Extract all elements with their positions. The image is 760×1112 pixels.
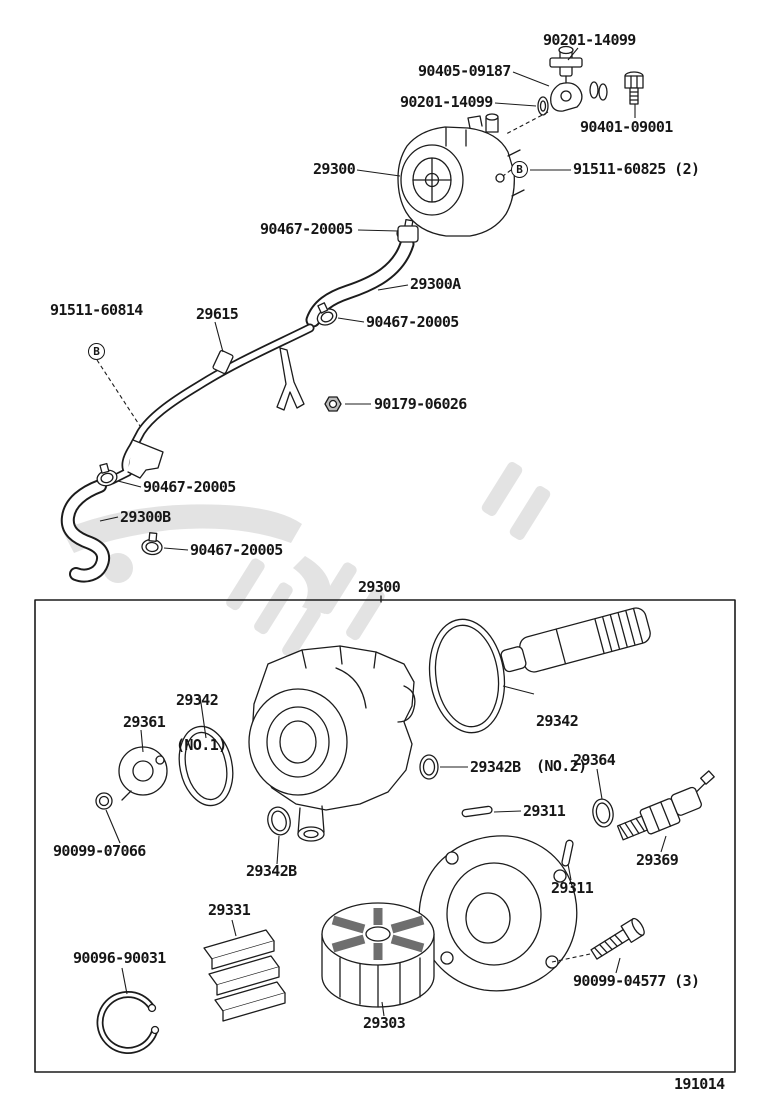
part-label-29303: 29303	[363, 1014, 406, 1032]
part-label-90467-20005-c: 90467-20005	[143, 478, 236, 496]
part-label-90405-09187: 90405-09187	[418, 62, 511, 80]
coupling-29361	[118, 746, 168, 801]
part-label-29369: 29369	[636, 851, 679, 869]
part-label-29311-b: 29311	[551, 879, 594, 897]
part-label-90467-20005-b: 90467-20005	[366, 313, 459, 331]
part-label-29331: 29331	[208, 901, 251, 919]
o-ring-29342B-a	[419, 754, 439, 780]
watermark-logo	[62, 462, 660, 659]
o-ring-29364	[592, 798, 614, 828]
part-label-29300B: 29300B	[120, 508, 171, 526]
part-label-90467-20005-d: 90467-20005	[190, 541, 283, 559]
part-label-29311-a: 29311	[523, 802, 566, 820]
drive-shaft	[500, 607, 651, 673]
part-label-90401-09001: 90401-09001	[580, 118, 673, 136]
part-label-90099-04577: 90099-04577 (3)	[573, 972, 700, 990]
part-label-29300A: 29300A	[410, 275, 461, 293]
part-label-90201-14099-a: 90201-14099	[543, 31, 636, 49]
pump-housing	[248, 645, 416, 842]
part-label-29361: 29361	[123, 713, 166, 731]
valve-29369	[616, 770, 715, 841]
part-label-29364: 29364	[573, 751, 616, 769]
part-label-90096-90031: 90096-90031	[73, 949, 166, 967]
nut-90179-06026	[324, 396, 342, 412]
cover-plate	[418, 835, 578, 992]
snap-ring-90096-90031	[96, 991, 160, 1054]
doc-number: 191014	[674, 1075, 725, 1093]
fittings-cluster	[537, 45, 644, 116]
part-number: 29342	[176, 691, 219, 709]
pin-29311-a	[461, 805, 493, 818]
bolt-callout-b1-icon: B	[511, 161, 528, 178]
part-label-90179-06026: 90179-06026	[374, 395, 467, 413]
part-label-91511-60814: 91511-60814	[50, 301, 143, 319]
vacuum-pump-assembly	[397, 113, 525, 243]
part-label-90201-14099-b: 90201-14099	[400, 93, 493, 111]
hose-29300B	[60, 479, 111, 583]
pipe-29615	[107, 323, 315, 485]
part-number: 29342	[536, 712, 579, 730]
part-label-29342-no1: 29342 (NO.1)	[176, 663, 227, 783]
vanes-29331	[203, 929, 286, 1022]
assembly-label-29300: 29300	[358, 578, 401, 596]
o-ring-29342-no1	[178, 725, 234, 807]
part-label-91511-60825: 91511-60825 (2)	[573, 160, 700, 178]
part-label-90467-20005-a: 90467-20005	[260, 220, 353, 238]
part-number-note: (NO.2)	[536, 757, 587, 775]
o-ring-29342-no2	[428, 618, 506, 734]
part-label-29300-top: 29300	[313, 160, 356, 178]
part-number-note: (NO.1)	[176, 736, 227, 754]
part-label-90099-07066: 90099-07066	[53, 842, 146, 860]
leader-lines	[96, 47, 667, 1017]
part-label-29342B-b: 29342B	[246, 862, 297, 880]
bolt-90099-04577	[590, 917, 645, 960]
rotor-29303	[321, 902, 435, 1008]
ring-90099-07066	[95, 792, 113, 810]
pin-29311-b	[561, 839, 574, 867]
clamp-d	[140, 531, 164, 556]
exploded-view-box	[34, 599, 736, 1073]
bolt-callout-b2-icon: B	[88, 343, 105, 360]
o-ring-29342B-b	[267, 806, 291, 836]
part-label-29342B-a: 29342B	[470, 758, 521, 776]
part-label-29615: 29615	[196, 305, 239, 323]
part-label-29342-no2: 29342 (NO.2)	[536, 684, 587, 804]
